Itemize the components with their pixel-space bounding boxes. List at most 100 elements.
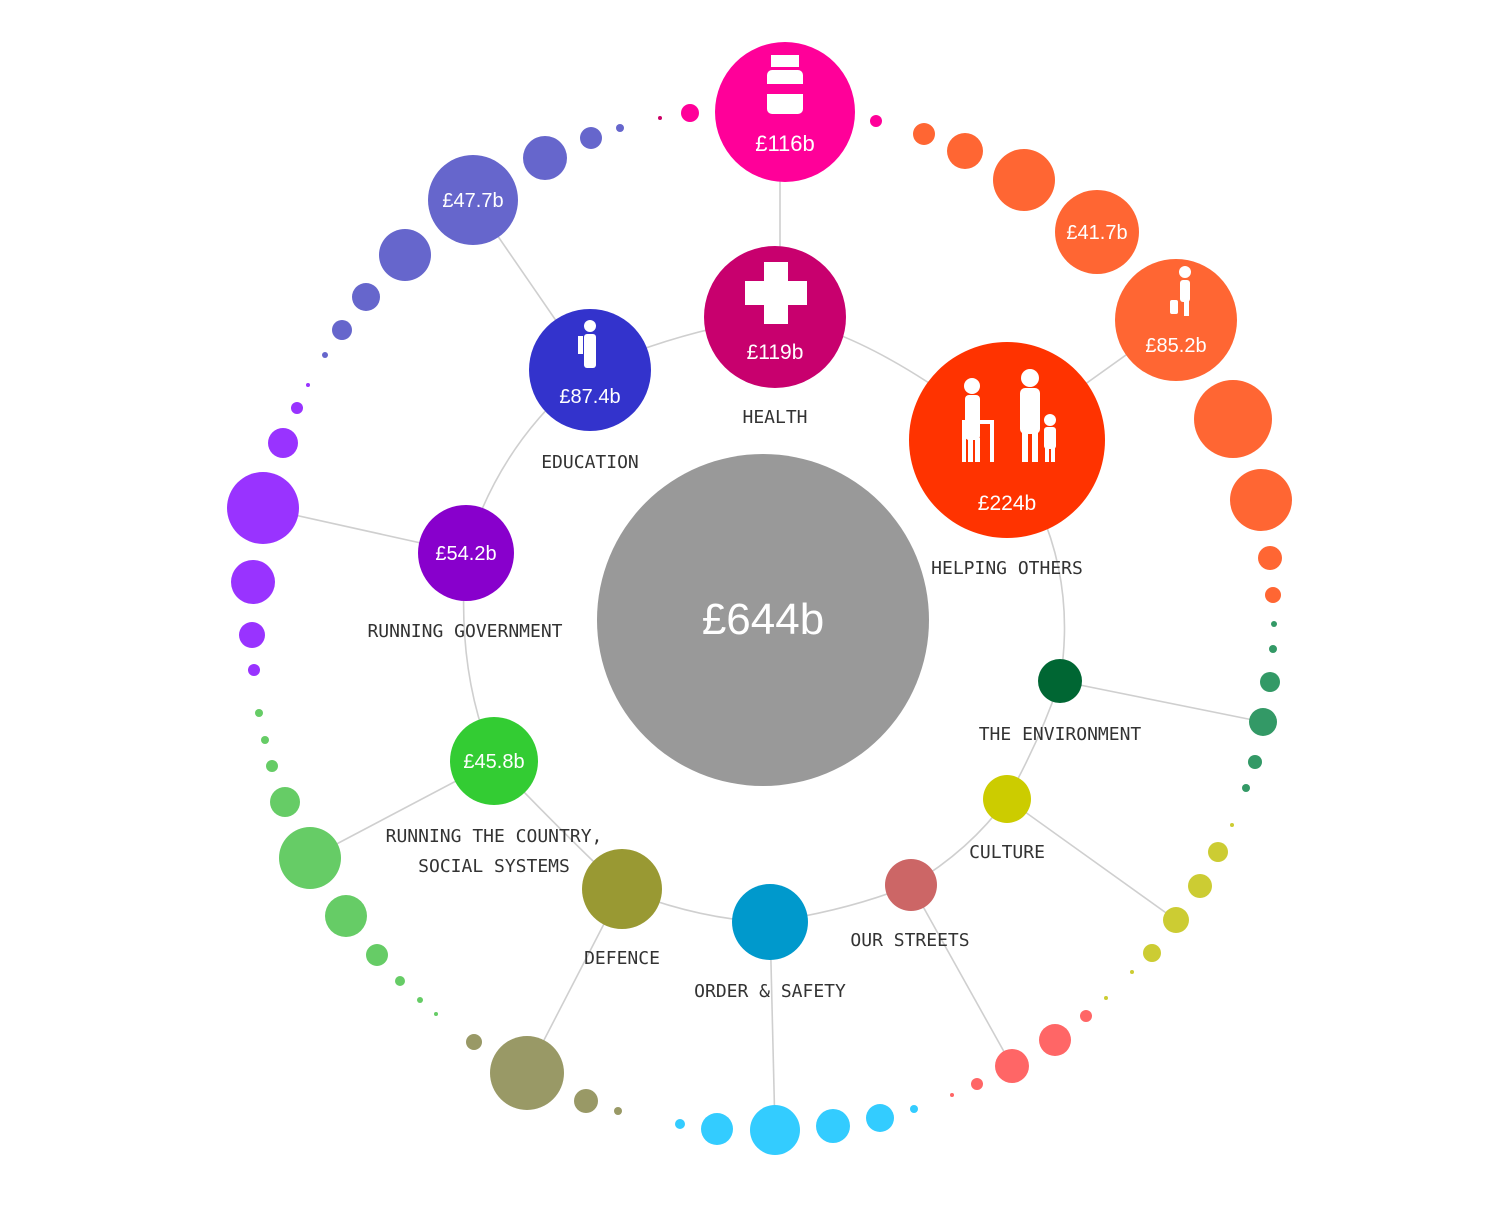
outer-ring-bubble <box>434 1012 438 1016</box>
subcategory-value: £116b <box>755 131 815 156</box>
category-bubble <box>983 775 1031 823</box>
category-value: £119b <box>747 341 804 364</box>
outer-ring-bubble <box>971 1078 983 1090</box>
category-label: OUR STREETS <box>850 930 969 951</box>
outer-ring <box>227 104 1292 1155</box>
category-bubble <box>450 717 538 805</box>
category-label: THE ENVIRONMENT <box>979 724 1142 745</box>
category-label-line-1: RUNNING THE COUNTRY, <box>386 826 603 847</box>
outer-ring-bubble <box>995 1049 1029 1083</box>
category-bubble <box>732 884 808 960</box>
outer-ring-bubble <box>322 352 328 358</box>
category-value: £45.8b <box>463 751 524 773</box>
outer-ring-bubble <box>417 997 423 1003</box>
outer-ring-bubble <box>255 709 263 717</box>
outer-ring-bubble <box>675 1119 685 1129</box>
outer-ring-bubble <box>910 1105 918 1113</box>
outer-ring-bubble <box>231 560 275 604</box>
medical-cross-icon <box>745 262 807 324</box>
outer-ring-bubble <box>1248 755 1262 769</box>
outer-ring-bubble <box>1260 672 1280 692</box>
category-bubble <box>1038 659 1082 703</box>
total-bubble <box>597 454 929 786</box>
category-running-government[interactable]: £54.2b RUNNING GOVERNMENT <box>367 505 563 642</box>
category-label: HEALTH <box>742 407 807 428</box>
outer-ring-bubble <box>1258 546 1282 570</box>
category-value: £224b <box>978 492 1036 515</box>
category-education[interactable]: £87.4b EDUCATION <box>529 309 651 473</box>
category-label: DEFENCE <box>584 948 660 969</box>
category-label-line-2: SOCIAL SYSTEMS <box>418 856 570 877</box>
family-icon <box>962 369 1056 462</box>
category-value: £54.2b <box>435 543 496 565</box>
outer-ring-bubble <box>490 1036 564 1110</box>
outer-ring-bubble <box>325 895 367 937</box>
outer-ring-bubble <box>306 383 310 387</box>
outer-ring-bubble <box>291 402 303 414</box>
outer-ring-bubble <box>701 1113 733 1145</box>
outer-ring-bubble <box>1230 823 1234 827</box>
category-culture[interactable]: CULTURE <box>969 775 1045 863</box>
category-helping-others[interactable]: £224b HELPING OTHERS <box>909 342 1105 579</box>
subcategory-bubble <box>1115 259 1237 381</box>
outer-ring-bubble <box>227 472 299 544</box>
teacher-icon <box>578 320 596 368</box>
category-order-safety[interactable]: ORDER & SAFETY <box>694 884 846 1002</box>
subcategory-value: £47.7b <box>442 190 503 212</box>
category-defence[interactable]: DEFENCE <box>582 849 662 969</box>
subcategory-helping-2[interactable]: £85.2b <box>1115 259 1237 381</box>
outer-ring-bubble <box>270 787 300 817</box>
outer-ring-bubble <box>466 1034 482 1050</box>
total-value: £644b <box>702 595 824 644</box>
outer-ring-bubble <box>1194 380 1272 458</box>
outer-ring-bubble <box>1249 708 1277 736</box>
category-label: EDUCATION <box>541 452 639 473</box>
outer-ring-bubble <box>1163 907 1189 933</box>
outer-ring-bubble <box>1130 970 1134 974</box>
outer-ring-bubble <box>1039 1024 1071 1056</box>
outer-ring-bubble <box>379 229 431 281</box>
outer-ring-bubble <box>1080 1010 1092 1022</box>
subcategory-health[interactable]: £116b <box>715 42 855 182</box>
outer-ring-bubble <box>913 123 935 145</box>
category-health[interactable]: £119b HEALTH <box>704 246 846 428</box>
outer-ring-bubble <box>1242 784 1250 792</box>
category-bubble <box>582 849 662 929</box>
outer-ring-bubble <box>1265 587 1281 603</box>
category-label: RUNNING GOVERNMENT <box>367 621 562 642</box>
category-our-streets[interactable]: OUR STREETS <box>850 859 970 951</box>
category-label: CULTURE <box>969 842 1045 863</box>
category-bubble <box>418 505 514 601</box>
category-the-environment[interactable]: THE ENVIRONMENT <box>979 659 1142 745</box>
outer-ring-bubble <box>352 283 380 311</box>
outer-ring-bubble <box>870 115 882 127</box>
outer-ring-bubble <box>816 1109 850 1143</box>
medicine-bottle-icon <box>767 55 803 114</box>
outer-ring-bubble <box>1143 944 1161 962</box>
category-value: £87.4b <box>559 386 620 408</box>
outer-ring-bubble <box>239 622 265 648</box>
outer-ring-bubble <box>1208 842 1228 862</box>
category-bubble <box>885 859 937 911</box>
outer-ring-bubble <box>866 1104 894 1132</box>
category-bubble <box>529 309 651 431</box>
outer-ring-bubble <box>395 976 405 986</box>
category-label: ORDER & SAFETY <box>694 981 846 1002</box>
outer-ring-bubble <box>681 104 699 122</box>
outer-ring-bubble <box>266 760 278 772</box>
outer-ring-bubble <box>616 124 624 132</box>
total-node[interactable]: £644b <box>597 454 929 786</box>
outer-ring-bubble <box>248 664 260 676</box>
subcategory-value: £41.7b <box>1066 222 1127 244</box>
subcategory-helping-1[interactable]: £41.7b <box>1055 190 1139 274</box>
subcategory-education[interactable]: £47.7b <box>428 155 518 245</box>
outer-ring-bubble <box>580 127 602 149</box>
outer-ring-bubble <box>366 944 388 966</box>
outer-ring-bubble <box>750 1105 800 1155</box>
outer-ring-bubble <box>1104 996 1108 1000</box>
elderly-person-icon <box>1170 266 1191 316</box>
outer-ring-bubble <box>993 149 1055 211</box>
category-running-the-country[interactable]: £45.8b RUNNING THE COUNTRY, SOCIAL SYSTE… <box>386 717 603 877</box>
outer-ring-bubble <box>1269 645 1277 653</box>
